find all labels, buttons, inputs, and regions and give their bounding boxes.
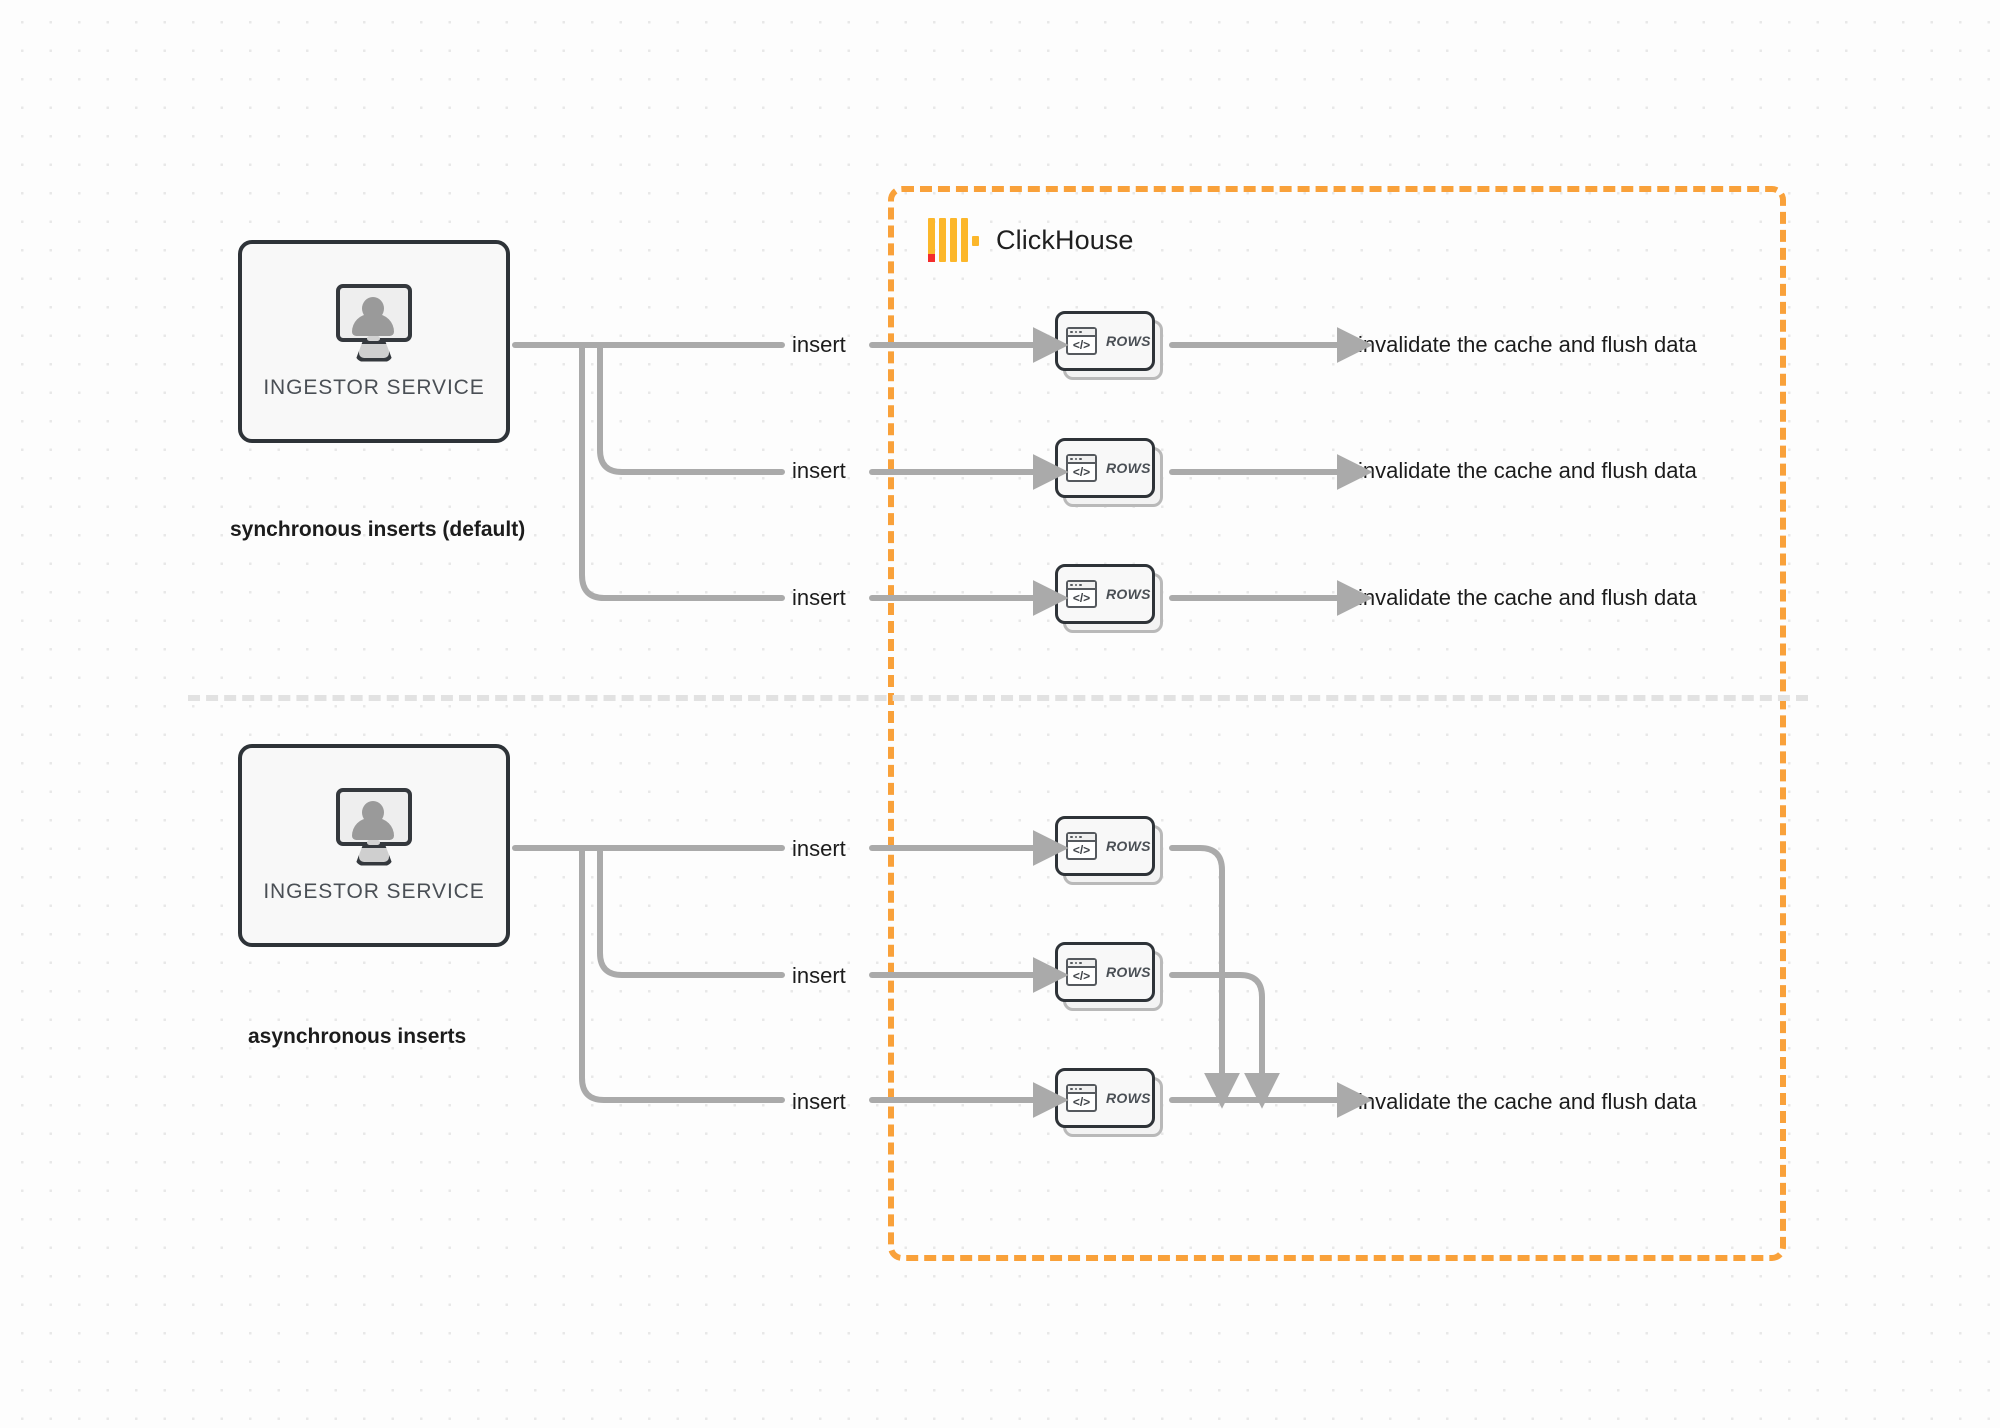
insert-label-sync-3: insert xyxy=(792,585,846,610)
code-glyph: </> xyxy=(1072,591,1091,605)
output-label-sync-2: invalidate the cache and flush data xyxy=(1358,458,1697,483)
rows-label: ROWS xyxy=(1106,586,1151,602)
user-body xyxy=(352,817,394,840)
window-dot-1 xyxy=(1070,330,1073,334)
clickhouse-boundary xyxy=(888,186,1786,1261)
clickhouse-brand: ClickHouse xyxy=(928,218,1134,262)
wire-async-branch-3 xyxy=(579,845,785,1103)
rows-label: ROWS xyxy=(1106,1090,1151,1106)
logo-red-square xyxy=(928,254,935,262)
insert-label-async-1: insert xyxy=(792,836,846,861)
window-dot-3 xyxy=(1079,330,1082,334)
output-label-async-merged: invalidate the cache and flush data xyxy=(1358,1089,1697,1114)
output-label-sync-1: invalidate the cache and flush data xyxy=(1358,332,1697,357)
rows-node-card: </> ROWS xyxy=(1055,311,1155,371)
window-titlebar xyxy=(1068,834,1095,842)
code-glyph: </> xyxy=(1072,338,1091,352)
window-titlebar xyxy=(1068,456,1095,464)
code-window-icon: </> xyxy=(1066,832,1097,860)
code-glyph: </> xyxy=(1072,969,1091,983)
window-dot-3 xyxy=(1079,835,1082,839)
insert-label-async-2: insert xyxy=(792,963,846,988)
window-dot-1 xyxy=(1070,1087,1073,1091)
code-glyph: </> xyxy=(1072,465,1091,479)
insert-label-sync-1: insert xyxy=(792,332,846,357)
window-dot-2 xyxy=(1074,330,1077,334)
window-titlebar xyxy=(1068,960,1095,968)
caption-asynchronous: asynchronous inserts xyxy=(248,1025,467,1048)
window-dot-1 xyxy=(1070,583,1073,587)
window-dot-3 xyxy=(1079,1087,1082,1091)
monitor-stand xyxy=(355,843,393,866)
rows-node-sync-2[interactable]: </> ROWS xyxy=(1055,438,1163,507)
code-glyph: </> xyxy=(1072,843,1091,857)
rows-node-card: </> ROWS xyxy=(1055,438,1155,498)
window-dot-1 xyxy=(1070,961,1073,965)
window-dot-2 xyxy=(1074,961,1077,965)
rows-node-async-3[interactable]: </> ROWS xyxy=(1055,1068,1163,1137)
window-dot-3 xyxy=(1079,583,1082,587)
wire-sync-branch-2 xyxy=(597,342,785,475)
monitor-notch xyxy=(367,335,380,341)
rows-node-card: </> ROWS xyxy=(1055,942,1155,1002)
rows-label: ROWS xyxy=(1106,838,1151,854)
window-titlebar xyxy=(1068,329,1095,337)
rows-node-async-1[interactable]: </> ROWS xyxy=(1055,816,1163,885)
monitor-stand xyxy=(355,339,393,362)
window-dot-2 xyxy=(1074,583,1077,587)
caption-synchronous: synchronous inserts (default) xyxy=(230,518,526,541)
logo-nub xyxy=(972,236,979,246)
window-titlebar xyxy=(1068,582,1095,590)
output-label-sync-3: invalidate the cache and flush data xyxy=(1358,585,1697,610)
rows-node-sync-1[interactable]: </> ROWS xyxy=(1055,311,1163,380)
monitor-user-icon xyxy=(331,787,417,866)
clickhouse-brand-label: ClickHouse xyxy=(996,224,1134,255)
window-dot-2 xyxy=(1074,1087,1077,1091)
logo-bar-3 xyxy=(950,218,957,262)
monitor-notch xyxy=(367,839,380,845)
logo-bar-2 xyxy=(939,218,946,262)
window-dot-1 xyxy=(1070,835,1073,839)
window-titlebar xyxy=(1068,1086,1095,1094)
ingestor-service-label-sync: INGESTOR SERVICE xyxy=(263,375,485,399)
rows-node-card: </> ROWS xyxy=(1055,816,1155,876)
ingestor-service-async[interactable]: INGESTOR SERVICE xyxy=(238,744,510,947)
code-window-icon: </> xyxy=(1066,580,1097,608)
section-divider xyxy=(188,695,1808,701)
code-window-icon: </> xyxy=(1066,1084,1097,1112)
monitor-user-icon xyxy=(331,283,417,362)
insert-label-sync-2: insert xyxy=(792,458,846,483)
rows-node-async-2[interactable]: </> ROWS xyxy=(1055,942,1163,1011)
code-window-icon: </> xyxy=(1066,454,1097,482)
window-dot-3 xyxy=(1079,961,1082,965)
window-dot-1 xyxy=(1070,457,1073,461)
insert-label-async-3: insert xyxy=(792,1089,846,1114)
code-window-icon: </> xyxy=(1066,958,1097,986)
rows-node-card: </> ROWS xyxy=(1055,564,1155,624)
wire-async-branch-2 xyxy=(597,845,785,978)
logo-bar-1 xyxy=(928,218,935,262)
clickhouse-logo xyxy=(928,218,979,262)
user-body xyxy=(352,313,394,336)
ingestor-service-label-async: INGESTOR SERVICE xyxy=(263,879,485,903)
code-glyph: </> xyxy=(1072,1095,1091,1109)
wire-sync-branch-3 xyxy=(579,342,785,601)
window-dot-2 xyxy=(1074,457,1077,461)
rows-label: ROWS xyxy=(1106,964,1151,980)
rows-node-card: </> ROWS xyxy=(1055,1068,1155,1128)
rows-node-sync-3[interactable]: </> ROWS xyxy=(1055,564,1163,633)
logo-bar-4 xyxy=(961,218,968,262)
window-dot-2 xyxy=(1074,835,1077,839)
code-window-icon: </> xyxy=(1066,327,1097,355)
rows-label: ROWS xyxy=(1106,333,1151,349)
rows-label: ROWS xyxy=(1106,460,1151,476)
window-dot-3 xyxy=(1079,457,1082,461)
ingestor-service-sync[interactable]: INGESTOR SERVICE xyxy=(238,240,510,443)
